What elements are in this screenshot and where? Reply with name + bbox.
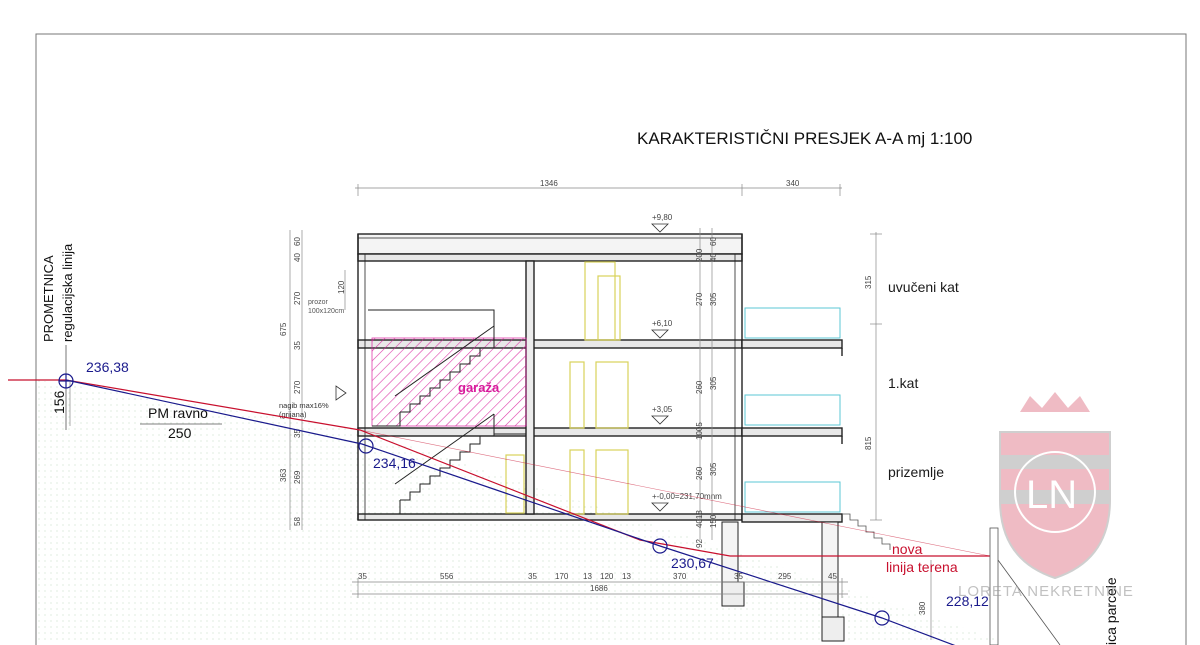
dim-left-total-0: 675	[279, 322, 288, 336]
dim-left-8: 58	[293, 517, 302, 526]
dim-mid-2: 60	[709, 237, 718, 246]
terrain-label-line1: nova	[892, 541, 923, 557]
dim-bottom-9: 295	[778, 572, 792, 581]
dim-bottom-1: 556	[440, 572, 454, 581]
dim-bottom-0: 35	[358, 572, 367, 581]
blue-terrain-line	[65, 379, 956, 645]
windows	[505, 261, 629, 515]
elevation-road: 236,38	[86, 359, 129, 375]
ramp-slope: nagib max16%	[279, 401, 329, 410]
floor-ground: prizemlje	[888, 464, 944, 480]
terrain-label-line2: linija terena	[886, 559, 958, 575]
dim-left-5: 270	[293, 380, 302, 394]
terrace-railings	[744, 307, 841, 513]
garage-label: garaža	[458, 380, 500, 395]
dim-left-6: 35	[293, 429, 302, 438]
dim-top-main: 1346	[540, 179, 558, 188]
parcel-boundary	[989, 527, 1061, 645]
dim-bottom-4: 13	[583, 572, 592, 581]
dim-mid-12: 92	[695, 539, 704, 548]
road-height: 156	[51, 390, 67, 414]
dim-mid-11: 150	[709, 514, 718, 528]
dim-mid-0: 200	[695, 248, 704, 262]
top-dimension	[355, 184, 842, 196]
floor-first: 1.kat	[888, 375, 918, 391]
elevation-lower: 228,12	[946, 593, 989, 609]
dim-mid-1: 40	[709, 253, 718, 262]
bottom-dimension	[352, 578, 848, 598]
dim-bottom-10: 45	[828, 572, 837, 581]
window-label: prozor	[308, 299, 329, 306]
survey-points	[58, 373, 890, 626]
road-name: PROMETNICA	[41, 255, 56, 342]
exterior-steps	[842, 513, 891, 550]
dim-left-3: 120	[337, 280, 346, 294]
dim-right-0: 315	[864, 275, 873, 289]
level-ground: +-0,00=231,70mnm	[652, 492, 722, 501]
dim-left-7: 269	[293, 470, 302, 484]
red-terrain-line	[8, 379, 990, 557]
dim-bottom-2: 35	[528, 572, 537, 581]
level-top: +9,80	[652, 213, 673, 222]
dim-left-0: 40	[293, 253, 302, 262]
dim-mid-9: 305	[709, 292, 718, 306]
window-size: 100x120cm	[308, 308, 344, 315]
mid-dimension	[699, 228, 713, 540]
building	[357, 233, 845, 642]
drawing-title: KARAKTERISTIČNI PRESJEK A-A mj 1:100	[637, 129, 972, 148]
dim-left-1: 60	[293, 237, 302, 246]
parking-label: PM ravno	[148, 405, 208, 421]
red-construction-line	[359, 429, 991, 557]
logo-letters: LN	[1026, 473, 1077, 517]
dim-mid-10: 4018	[695, 510, 704, 528]
dim-bottom-5: 120	[600, 572, 614, 581]
parking-width: 250	[168, 425, 192, 441]
dim-right-2: 380	[918, 601, 927, 615]
dim-mid-7: 260	[695, 466, 704, 480]
floor-upper: uvučeni kat	[888, 279, 959, 295]
ground-area	[38, 380, 1000, 640]
garage-hatch	[371, 337, 527, 427]
elevation-upper: 234,16	[373, 455, 416, 471]
dim-bottom-8: 35	[734, 572, 743, 581]
level-second: +6,10	[652, 319, 673, 328]
dim-mid-8: 1005	[695, 422, 704, 440]
dim-left-4: 35	[293, 341, 302, 350]
elevation-middle: 230,67	[671, 555, 714, 571]
dim-bottom-3: 170	[555, 572, 569, 581]
dim-mid-5: 260	[695, 380, 704, 394]
dim-bottom-6: 13	[622, 572, 631, 581]
watermark-logo: LN	[999, 392, 1111, 580]
level-markers	[651, 223, 669, 512]
stairs	[368, 309, 526, 515]
dim-left-total-1: 363	[279, 468, 288, 482]
sheet-border	[35, 33, 1187, 645]
dim-right-1: 815	[864, 436, 873, 450]
ramp-arrow	[335, 385, 347, 401]
dim-top-right: 340	[786, 179, 800, 188]
dim-bottom-7: 370	[673, 572, 687, 581]
watermark-text: LORETA NEKRETNINE	[958, 583, 1134, 600]
dim-left-2: 270	[293, 291, 302, 305]
dim-mid-4: 305	[709, 376, 718, 390]
parcel-label: ica parcele	[1103, 577, 1119, 645]
left-dimension	[289, 230, 346, 530]
dim-mid-6: 305	[709, 462, 718, 476]
dim-bottom-total: 1686	[590, 584, 608, 593]
right-dimension	[870, 232, 932, 640]
road-regulation-line: regulacijska linija	[60, 243, 75, 342]
ramp-heated: (grijana)	[279, 410, 307, 419]
dim-mid-3: 270	[695, 292, 704, 306]
level-first: +3,05	[652, 405, 673, 414]
